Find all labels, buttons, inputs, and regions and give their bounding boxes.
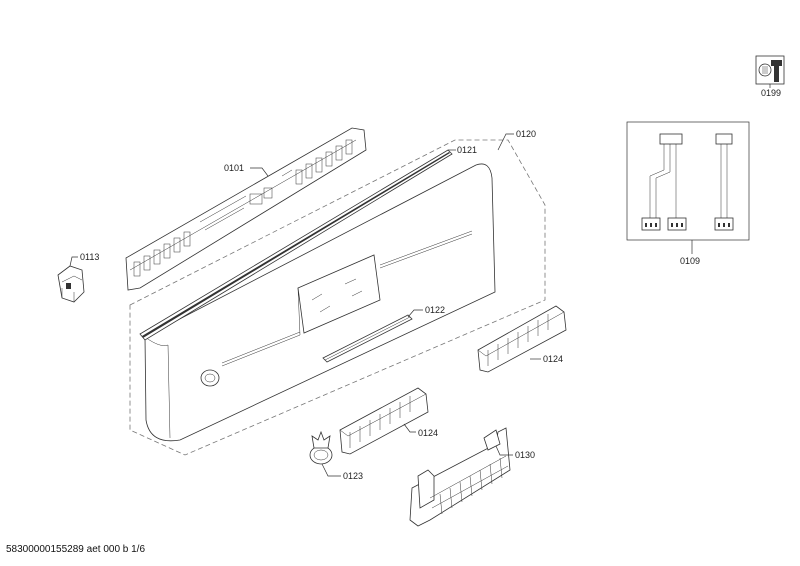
wrench-icon[interactable] [755, 55, 785, 85]
part-0109-cable-set[interactable] [626, 121, 750, 241]
label-0101: 0101 [224, 163, 244, 173]
part-0124-button-strip-left[interactable] [339, 387, 429, 455]
label-0123: 0123 [343, 471, 363, 481]
label-0121: 0121 [457, 145, 477, 155]
part-0121-trim-strip[interactable] [139, 149, 453, 341]
label-0122: 0122 [425, 305, 445, 315]
assembly-boundary [129, 139, 546, 456]
document-footer: 58300000155289 aet 000 b 1/6 [6, 544, 146, 555]
part-0122-light-guide[interactable] [322, 314, 413, 363]
leader-lines [69, 84, 771, 477]
label-0120: 0120 [516, 129, 536, 139]
label-0124-left: 0124 [418, 428, 438, 438]
label-0113: 0113 [80, 252, 99, 262]
part-0113-switch[interactable] [57, 265, 85, 303]
label-0109: 0109 [680, 256, 700, 266]
label-0130: 0130 [515, 450, 535, 460]
part-0120-control-panel[interactable] [144, 163, 496, 442]
part-0130-bracket[interactable] [409, 427, 511, 527]
label-0199: 0199 [761, 88, 781, 98]
label-0124-right: 0124 [543, 354, 563, 364]
part-0123-knob[interactable] [309, 430, 333, 465]
part-0124-button-strip-right[interactable] [477, 305, 567, 373]
part-0101-control-module[interactable] [125, 127, 367, 291]
